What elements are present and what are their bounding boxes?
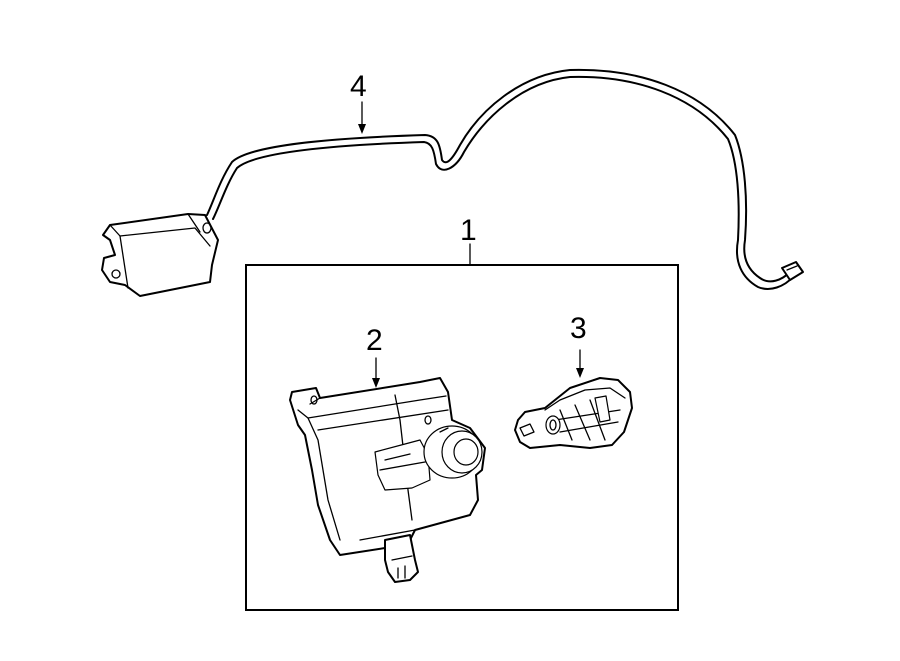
callout-4: 4 <box>350 70 367 103</box>
assembly-box: 1 <box>245 214 679 611</box>
key-fob: 3 <box>514 312 633 449</box>
callout-1: 1 <box>460 214 477 247</box>
antenna-cable-assembly: 4 <box>101 68 804 297</box>
callout-3: 3 <box>570 312 587 345</box>
ignition-switch-module: 2 <box>289 324 486 583</box>
callout-2: 2 <box>366 324 383 357</box>
